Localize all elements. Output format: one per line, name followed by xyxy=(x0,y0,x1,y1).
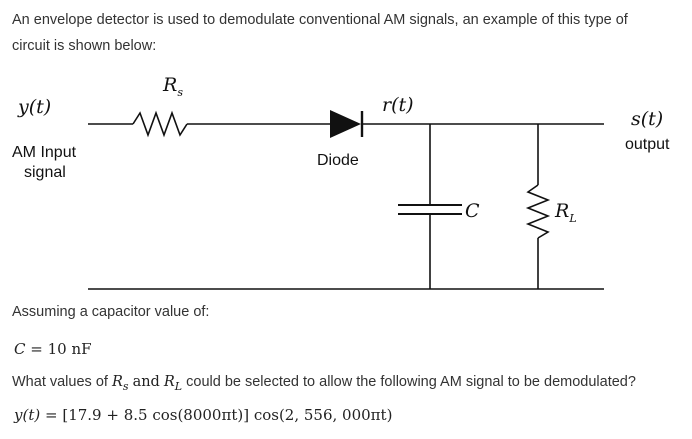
capacitor-value-equation: C = 10 nF xyxy=(14,340,92,358)
rectified-signal-symbol: r(t) xyxy=(382,94,414,116)
input-label-line-1: AM Input xyxy=(12,144,77,161)
am-signal-equation: y(t) = [17.9 + 8.5 cos(8000πt)] cos(2, 5… xyxy=(14,406,393,424)
assumption-text: Assuming a capacitor value of: xyxy=(12,304,210,320)
intro-line-2: circuit is shown below: xyxy=(12,38,157,54)
diode-label: Diode xyxy=(317,152,359,169)
series-resistor-rs xyxy=(132,110,188,138)
diode-symbol xyxy=(330,110,361,138)
output-label: output xyxy=(625,136,670,153)
input-signal-symbol: y(t) xyxy=(18,96,52,118)
output-signal-symbol: s(t) xyxy=(631,108,664,130)
input-label-line-2: signal xyxy=(24,164,66,181)
question-text: What values of Rs and RL could be select… xyxy=(12,374,636,393)
capacitor-label: C xyxy=(465,200,480,222)
series-resistor-label: Rs xyxy=(163,74,183,99)
intro-line-1: An envelope detector is used to demodula… xyxy=(12,12,628,28)
load-resistor-rl xyxy=(525,184,551,239)
load-resistor-label: RL xyxy=(555,200,577,225)
